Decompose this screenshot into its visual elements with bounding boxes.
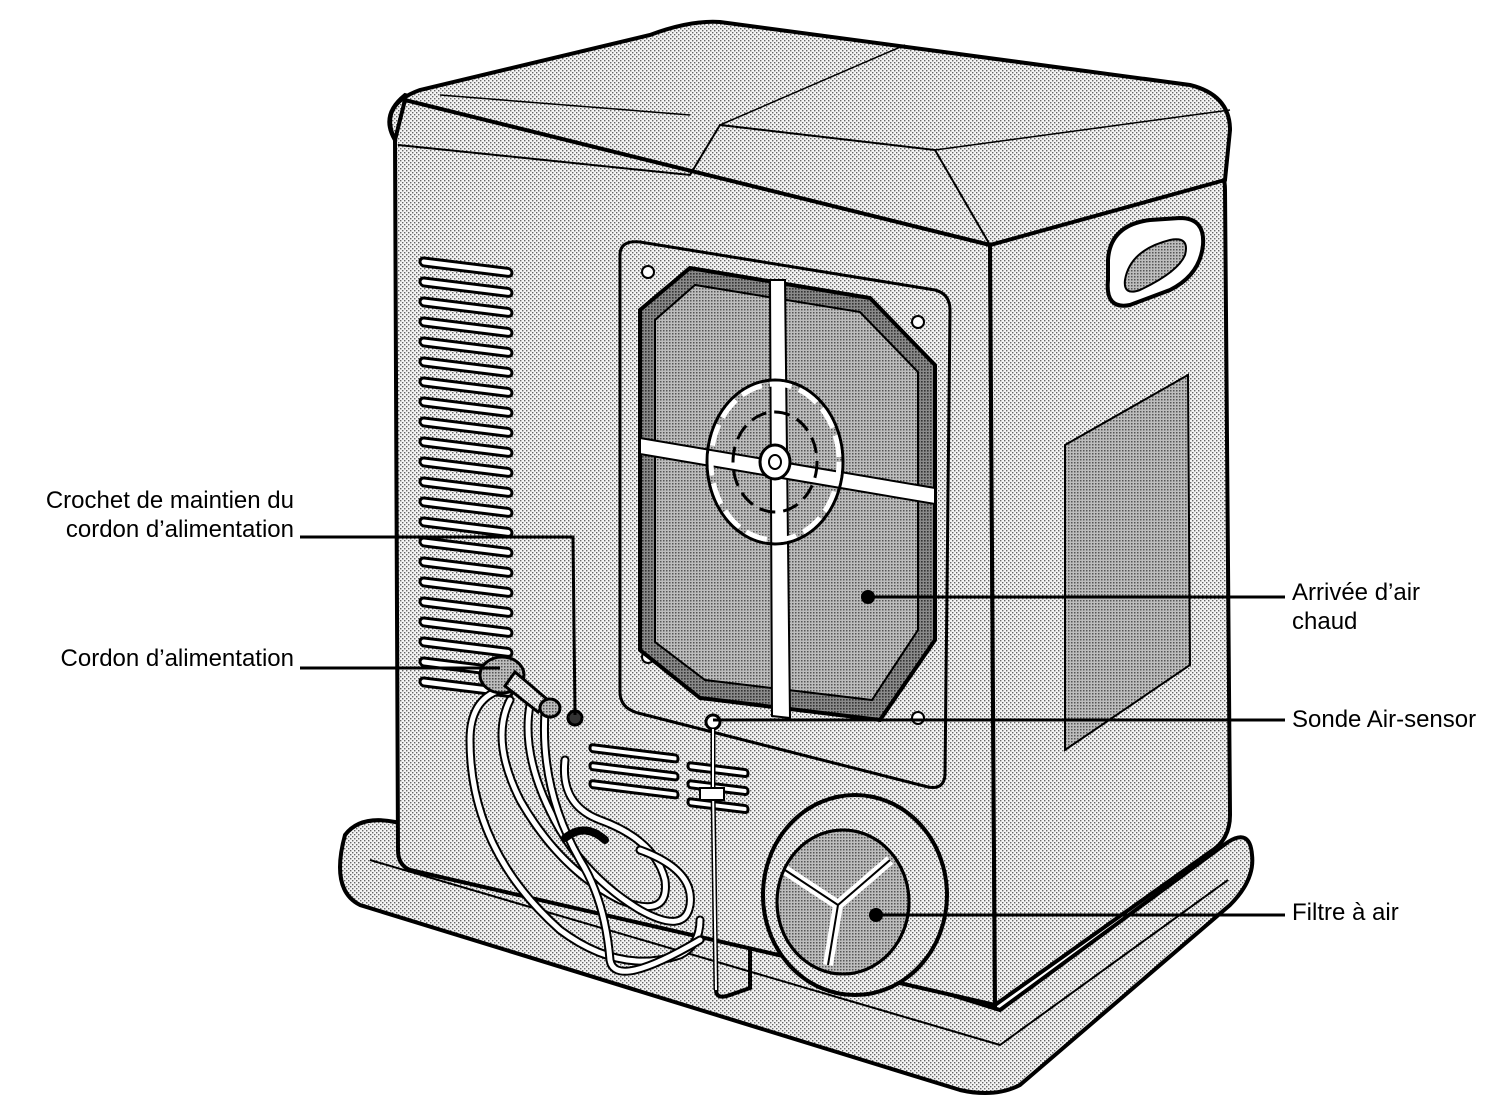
label-filtre: Filtre à air [1292, 899, 1399, 926]
power-cord-plug [478, 655, 562, 719]
warm-air-grille [638, 265, 937, 723]
top-face [388, 19, 1233, 248]
lower-vents [588, 743, 750, 815]
leader-crochet [300, 535, 577, 716]
power-cord [465, 685, 705, 976]
leader-lines [300, 535, 1285, 917]
handle-recess [1105, 215, 1206, 308]
label-sonde: Sonde Air-sensor [1292, 706, 1477, 733]
label-crochet: Crochet de maintien du cordon d’alimenta… [45, 487, 294, 543]
air-filter [761, 793, 949, 997]
side-label-panel [1064, 373, 1192, 752]
label-cordon: Cordon d’alimentation [60, 645, 294, 672]
label-arrivee: Arrivée d’air chaud [1292, 579, 1421, 635]
